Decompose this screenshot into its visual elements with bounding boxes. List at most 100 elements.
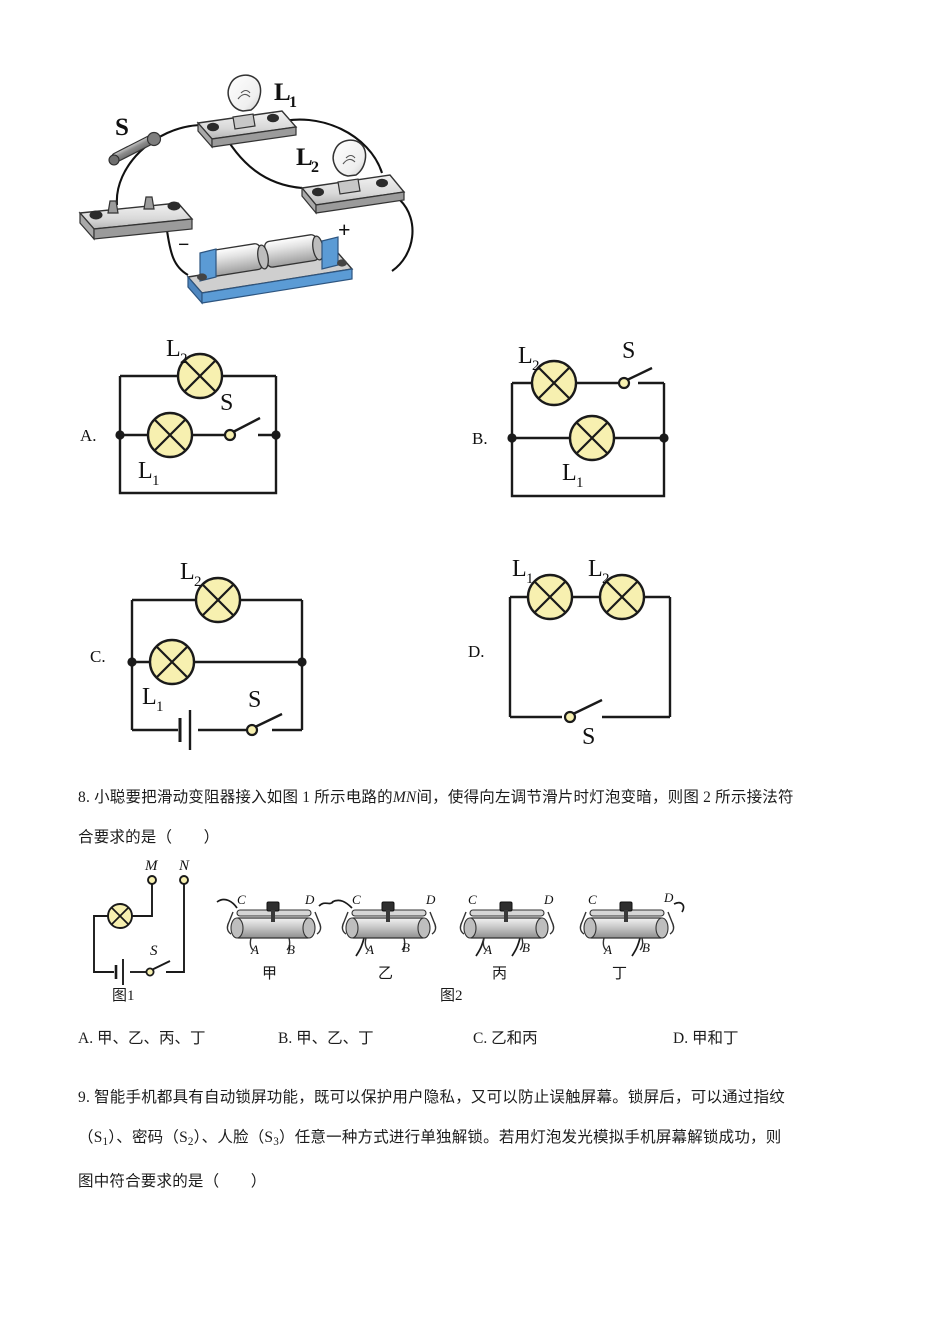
- battery-holder: [186, 234, 354, 305]
- battery-plus-label: +: [338, 217, 351, 242]
- terminal-label-C: C: [588, 892, 597, 907]
- question8-options: A. 甲、乙、丙、丁 B. 甲、乙、丁 C. 乙和丙 D. 甲和丁: [78, 1026, 878, 1052]
- switch-S-symbol: [617, 366, 653, 390]
- node-left: [127, 657, 137, 667]
- lead-A: [355, 937, 365, 957]
- label-L1-sub: 1: [289, 94, 297, 111]
- terminal-label-B: B: [402, 940, 410, 955]
- battery-minus-label: −: [178, 234, 189, 256]
- label-L2: L: [166, 336, 181, 362]
- question9-text: 9. 智能手机都具有自动锁屏功能，既可以保护用户隐私，又可以防止误触屏幕。锁屏后…: [78, 1078, 878, 1202]
- physical-circuit-figure: L 1 L 2: [70, 55, 470, 335]
- q9-s2-sub: 2: [187, 1136, 194, 1149]
- lead-B: [511, 937, 521, 957]
- terminal-label-C: C: [352, 892, 361, 907]
- q8-line1-cont: 间，使得向左调节滑片时灯泡变暗，则图 2 所示接法符: [416, 789, 794, 806]
- q8-mn: MN: [392, 789, 417, 806]
- option-key-B: B.: [472, 429, 488, 448]
- label-L1-sub: 1: [576, 475, 584, 491]
- battery-symbol: [178, 710, 192, 750]
- label-L1: L: [142, 684, 157, 710]
- figure1-circuit: M N S: [88, 858, 218, 1008]
- switch-S-symbol: [563, 698, 603, 724]
- lead-D: [673, 901, 685, 913]
- label-L1-sub: 1: [152, 473, 160, 489]
- option-key-D: D.: [468, 642, 485, 661]
- lead-C: [216, 898, 238, 909]
- q8-option-D[interactable]: D. 甲和丁: [673, 1026, 738, 1048]
- terminal-label-A: A: [365, 942, 374, 957]
- label-L2: L: [588, 556, 603, 582]
- q8-option-B-key: B.: [278, 1030, 293, 1047]
- label-L1: L: [274, 79, 291, 106]
- lamp-L1-symbol: [148, 638, 196, 686]
- q8-number: 8.: [78, 789, 91, 806]
- q9-line1: 智能手机都具有自动锁屏功能，既可以保护用户隐私，又可以防止误触屏幕。锁屏后，可以…: [94, 1089, 785, 1106]
- terminal-label-D: D: [663, 890, 674, 905]
- label-N: N: [178, 858, 190, 874]
- terminal-label-A: A: [483, 942, 492, 957]
- label-L1-sub: 1: [526, 571, 534, 587]
- lamp-L2-symbol: [598, 573, 646, 621]
- label-L2-sub: 2: [532, 358, 540, 374]
- q8-option-D-key: D.: [673, 1030, 689, 1047]
- node-right: [271, 430, 281, 440]
- option-key-C: C.: [90, 647, 106, 666]
- label-S: S: [220, 390, 233, 416]
- lamp-L2-assembly: [300, 139, 406, 215]
- lamp-L2-symbol: [194, 576, 242, 624]
- label-L1: L: [562, 460, 577, 486]
- terminal-label-D: D: [543, 892, 554, 907]
- terminal-N: [179, 875, 189, 885]
- label-L2: L: [296, 144, 313, 171]
- node-right: [659, 433, 669, 443]
- rheostat-jia-caption: 甲: [262, 966, 278, 982]
- label-L1: L: [138, 458, 153, 484]
- rheostat-ding-caption: 丁: [612, 966, 628, 982]
- lead-B: [631, 937, 641, 957]
- terminal-label-D: D: [304, 892, 315, 907]
- label-L2-sub: 2: [311, 159, 319, 176]
- terminal-M: [147, 875, 157, 885]
- q8-option-D-text: 甲和丁: [691, 1030, 739, 1047]
- lamp-L1-symbol: [526, 573, 574, 621]
- lamp-L2-symbol: [530, 359, 578, 407]
- terminal-label-C: C: [237, 892, 246, 907]
- q9-number: 9.: [78, 1089, 91, 1106]
- q9-s1-sub: 1: [102, 1136, 109, 1149]
- terminal-label-A: A: [603, 942, 612, 957]
- label-L2-sub: 2: [194, 574, 202, 590]
- knife-switch-S: [78, 131, 194, 241]
- label-L1-sub: 1: [156, 699, 164, 715]
- q9-line2-b: ）、密码（S: [108, 1129, 188, 1146]
- terminal-label-B: B: [522, 940, 530, 955]
- option-key-A: A.: [80, 426, 97, 445]
- lamp-L2-symbol: [176, 352, 224, 400]
- rheostat-bing-caption: 丙: [492, 966, 508, 982]
- label-L1: L: [512, 556, 527, 582]
- q8-option-C-key: C.: [473, 1030, 488, 1047]
- q8-option-A[interactable]: A. 甲、乙、丙、丁: [78, 1026, 205, 1048]
- rheostat-yi: C D A B: [330, 888, 450, 958]
- lamp-L1-assembly: [196, 74, 298, 149]
- option-C-circuit: L 2 L 1 S C.: [80, 552, 420, 752]
- q8-option-A-text: 甲、乙、丙、丁: [96, 1030, 206, 1047]
- terminal-label-A: A: [250, 942, 259, 957]
- lead-D: [318, 901, 334, 907]
- rheostat-jia: C D A B: [215, 888, 335, 958]
- switch-S-symbol: [245, 712, 283, 737]
- figure2-caption: 图2: [440, 988, 463, 1004]
- label-S: S: [248, 687, 261, 713]
- q8-option-C[interactable]: C. 乙和丙: [473, 1026, 538, 1048]
- switch-S-symbol: [223, 416, 261, 442]
- q8-option-B[interactable]: B. 甲、乙、丁: [278, 1026, 374, 1048]
- label-S: S: [582, 724, 595, 750]
- label-L2-sub: 2: [602, 571, 610, 587]
- q8-option-C-text: 乙和丙: [491, 1030, 538, 1047]
- q8-line1: 小聪要把滑动变阻器接入如图 1 所示电路的: [94, 789, 393, 806]
- label-M: M: [144, 858, 159, 874]
- option-B-circuit: L 2 S L 1 B.: [460, 338, 790, 518]
- option-D-circuit: L 1 L 2 S D.: [460, 552, 800, 752]
- label-S: S: [150, 943, 158, 959]
- figure1-caption: 图1: [112, 988, 135, 1004]
